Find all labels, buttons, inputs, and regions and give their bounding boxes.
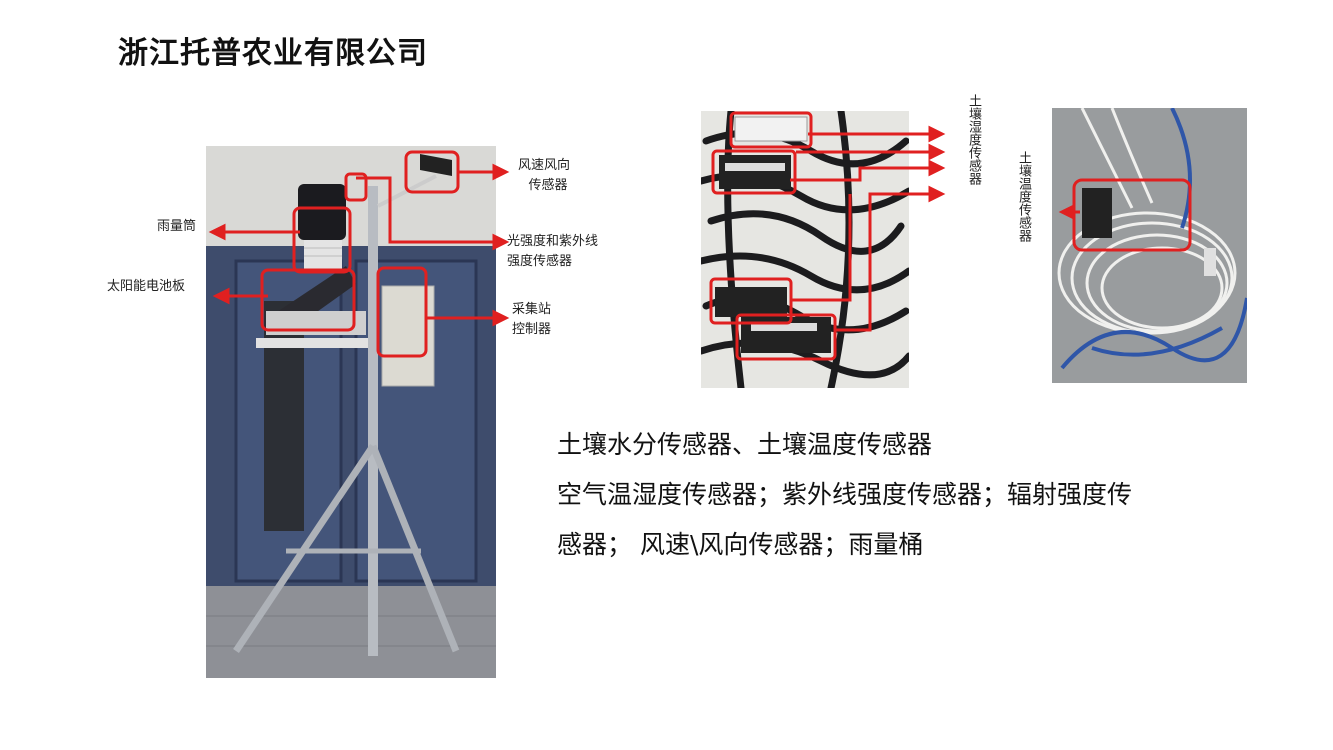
wind-sensor-label: 风速风向 传感器 bbox=[518, 156, 570, 196]
soil-temperature-label: 土壤温度传感器 bbox=[1016, 151, 1031, 242]
light-sensor-label: 光强度和紫外线 强度传感器 bbox=[507, 232, 598, 272]
light-sensor-label-line2: 强度传感器 bbox=[507, 254, 573, 269]
solar-panel-label: 太阳能电池板 bbox=[107, 279, 186, 294]
wind-sensor-label-line2: 传感器 bbox=[528, 178, 568, 193]
collector-label-line2: 控制器 bbox=[512, 322, 552, 337]
wind-sensor-label-line1: 风速风向 bbox=[518, 158, 571, 173]
description-line-3: 感器； 风速\风向传感器；雨量桶 bbox=[557, 530, 924, 559]
soil-humidity-sensor-photo bbox=[701, 111, 909, 388]
description-line-1: 土壤水分传感器、土壤温度传感器 bbox=[557, 430, 933, 459]
weather-station-photo bbox=[206, 146, 496, 678]
collector-label: 采集站 控制器 bbox=[512, 300, 551, 340]
collector-label-line1: 采集站 bbox=[512, 302, 552, 317]
light-sensor-label-line1: 光强度和紫外线 bbox=[507, 234, 599, 249]
soil-temperature-sensor-photo bbox=[1052, 108, 1247, 383]
rain-gauge-label: 雨量筒 bbox=[157, 219, 197, 234]
page-title: 浙江托普农业有限公司 bbox=[118, 36, 428, 71]
sensor-description: 土壤水分传感器、土壤温度传感器 空气温湿度传感器；紫外线强度传感器；辐射强度传 … bbox=[557, 420, 1217, 570]
description-line-2: 空气温湿度传感器；紫外线强度传感器；辐射强度传 bbox=[557, 480, 1133, 509]
soil-humidity-label: 土壤湿度传感器 bbox=[966, 94, 981, 185]
